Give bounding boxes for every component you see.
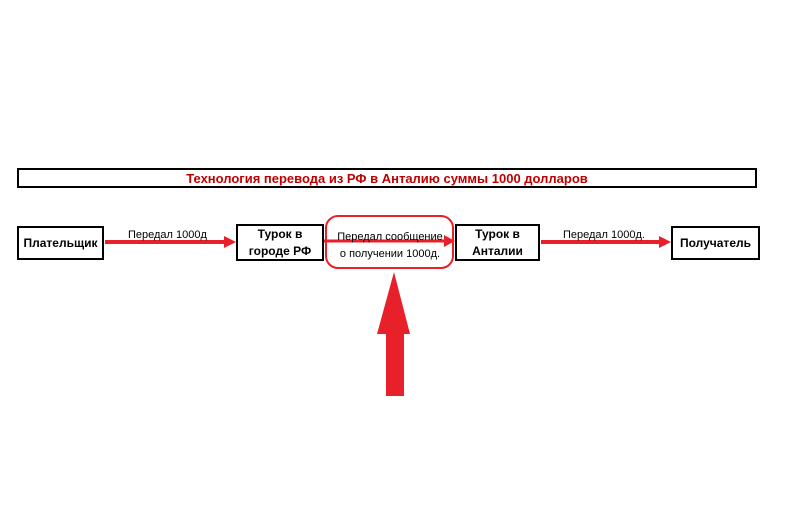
- node-recipient-label: Получатель: [680, 235, 751, 250]
- node-turk-antalya-label: Турок в Анталии: [472, 226, 523, 260]
- node-turk-rf-line1: Турок в: [257, 226, 303, 241]
- node-turk-antalya-line1: Турок в: [475, 226, 520, 241]
- node-recipient: Получатель: [671, 226, 760, 260]
- arrowhead-payer-to-turk-rf: [224, 236, 236, 248]
- highlight-ellipse: [325, 215, 454, 269]
- label-payer-to-turk-rf: Передал 1000д: [128, 229, 207, 241]
- node-payer-label: Плательщик: [23, 235, 98, 250]
- node-turk-antalya: Турок в Анталии: [455, 224, 540, 261]
- label-turk-antalya-to-recipient: Передал 1000д.: [563, 229, 645, 241]
- node-payer: Плательщик: [17, 226, 104, 260]
- label-message: Передал сообщение о получении 1000д.: [332, 229, 448, 263]
- diagram-title: Технология перевода из РФ в Анталию сумм…: [17, 168, 757, 188]
- arrowhead-turk-antalya-to-recipient: [659, 236, 671, 248]
- node-turk-rf: Турок в городе РФ: [236, 224, 324, 261]
- node-turk-antalya-line2: Анталии: [472, 243, 523, 258]
- big-up-arrow: [377, 272, 410, 396]
- node-turk-rf-label: Турок в городе РФ: [249, 226, 311, 260]
- node-turk-rf-line2: городе РФ: [248, 243, 312, 258]
- arrowhead-turk-rf-to-turk-antalya: [444, 235, 455, 247]
- label-message-line1: Передал сообщение: [337, 231, 443, 243]
- label-message-line2: о получении 1000д.: [339, 248, 441, 260]
